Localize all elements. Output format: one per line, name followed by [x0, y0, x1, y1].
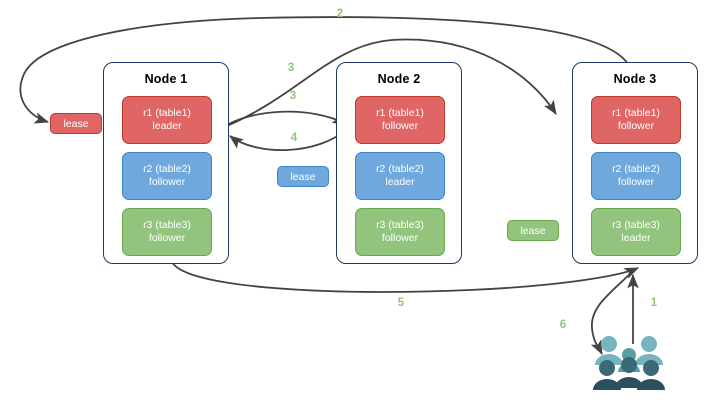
node-3-replica-r2-role: follower	[617, 176, 655, 188]
edge-label-4: 4	[290, 132, 298, 144]
node-2-container[interactable]: Node 2 r1 (table1) follower r2 (table2) …	[336, 62, 462, 264]
node-2-replica-r1-role: follower	[381, 120, 419, 132]
edge-label-3-upper: 3	[287, 62, 295, 74]
users-icon	[593, 336, 665, 390]
node-2-replica-r3-line1: r3 (table3)	[376, 219, 424, 231]
node-1-replica-r2-line1: r2 (table2)	[143, 163, 191, 175]
node-1-replica-r2-role: follower	[148, 176, 186, 188]
node-1-title: Node 1	[144, 72, 188, 86]
node-2-replica-r3[interactable]: r3 (table3) follower	[355, 208, 445, 256]
node-1-replica-r1[interactable]: r1 (table1) leader	[122, 96, 212, 144]
node-2-replica-r2[interactable]: r2 (table2) leader	[355, 152, 445, 200]
lease-blue[interactable]: lease	[277, 166, 329, 187]
node-2-replica-r2-role: leader	[385, 176, 415, 188]
edge-3-node1-to-node2	[221, 110, 347, 129]
node-1-container[interactable]: Node 1 r1 (table1) leader r2 (table2) fo…	[103, 62, 229, 264]
lease-red-label: lease	[63, 117, 89, 130]
node-2-replica-r2-line1: r2 (table2)	[376, 163, 424, 175]
edge-label-6: 6	[559, 319, 567, 331]
edge-label-5: 5	[397, 297, 405, 309]
node-1-replica-r1-line1: r1 (table1)	[143, 107, 191, 119]
edge-label-1: 1	[650, 297, 658, 309]
node-1-replica-r3-role: follower	[148, 232, 186, 244]
node-3-replica-r3[interactable]: r3 (table3) leader	[591, 208, 681, 256]
node-1-replica-r1-role: leader	[152, 120, 182, 132]
node-3-replica-r2-line1: r2 (table2)	[612, 163, 660, 175]
lease-red[interactable]: lease	[50, 113, 102, 134]
node-1-replica-r3-line1: r3 (table3)	[143, 219, 191, 231]
node-1-replica-r2[interactable]: r2 (table2) follower	[122, 152, 212, 200]
node-3-replica-r1[interactable]: r1 (table1) follower	[591, 96, 681, 144]
node-3-replica-r3-role: leader	[621, 232, 651, 244]
node-1-replica-r3[interactable]: r3 (table3) follower	[122, 208, 212, 256]
node-3-replica-r2[interactable]: r2 (table2) follower	[591, 152, 681, 200]
node-3-replica-r1-role: follower	[617, 120, 655, 132]
node-3-replica-r3-line1: r3 (table3)	[612, 219, 660, 231]
node-3-title: Node 3	[613, 72, 657, 86]
node-3-container[interactable]: Node 3 r1 (table1) follower r2 (table2) …	[572, 62, 698, 264]
edge-5-node1-to-node3	[171, 261, 639, 293]
node-2-replica-r1[interactable]: r1 (table1) follower	[355, 96, 445, 144]
node-2-replica-r1-line1: r1 (table1)	[376, 107, 424, 119]
node-2-replica-r3-role: follower	[381, 232, 419, 244]
lease-green-label: lease	[520, 224, 546, 237]
lease-green[interactable]: lease	[507, 220, 559, 241]
node-3-replica-r1-line1: r1 (table1)	[612, 107, 660, 119]
node-2-title: Node 2	[377, 72, 421, 86]
edge-label-3-lower: 3	[289, 90, 297, 102]
lease-blue-label: lease	[290, 170, 316, 183]
edge-label-2: 2	[336, 8, 344, 20]
